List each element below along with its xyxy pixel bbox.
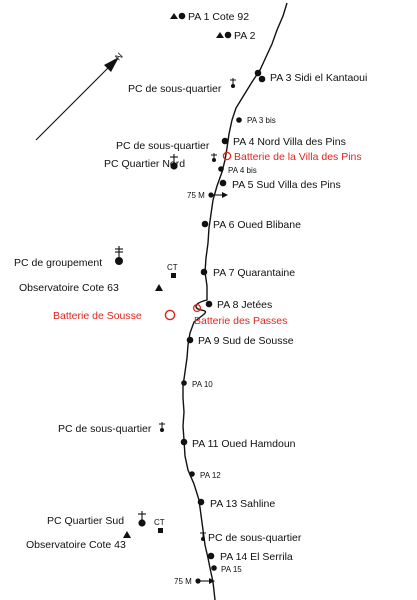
pa4bis-marker [218,166,224,172]
pc-quartier-nord-label: PC Quartier Nord [104,158,185,170]
pa10-label: PA 10 [192,380,213,389]
pa7-marker [200,268,208,276]
pa8-marker [205,300,213,308]
pa13-label: PA 13 Sahline [210,498,275,510]
pa12-label: PA 12 [200,471,221,480]
pa10-marker [181,380,187,386]
north-label: N [113,51,125,63]
pa1-marker [170,12,186,20]
pa11-marker [180,438,188,446]
pc-sous-quartier-3-symbol [159,422,165,432]
pa15-marker [211,565,217,571]
gun-75m-south-label: 75 M [174,577,192,586]
ct-1-label: CT [167,263,178,272]
pa3-label: PA 3 Sidi el Kantaoui [270,72,367,84]
pa14-label: PA 14 El Serrila [220,551,293,563]
observatoire-cote-63-label: Observatoire Cote 63 [19,282,119,294]
battery-villa-des-pins-marker [222,151,232,161]
pc-groupement-symbol [115,246,123,265]
pa14-marker [207,552,215,560]
pa7-label: PA 7 Quarantaine [213,267,295,279]
pc-sous-quartier-4-symbol [200,531,206,541]
pa2-marker [216,31,232,39]
gun-75m-south-symbol [195,578,215,584]
battery-villa-des-pins-label: Batterie de la Villa des Pins [234,151,362,163]
pa4bis-label: PA 4 bis [228,166,257,175]
pa15-label: PA 15 [221,565,242,574]
battery-passes-label: Batterie des Passes [194,315,287,327]
pa6-label: PA 6 Oued Blibane [213,219,301,231]
pc-sous-quartier-3-label: PC de sous-quartier [58,423,152,435]
pa5-marker [219,179,227,187]
pa12-marker [189,471,195,477]
observatoire-cote-63-marker [155,284,163,291]
pc-quartier-sud-label: PC Quartier Sud [47,515,124,527]
gun-75m-north-label: 75 M [187,191,205,200]
gun-75m-north-symbol [208,192,228,198]
pc-quartier-sud-symbol [138,511,146,527]
pc-sous-quartier-2-symbol [211,153,217,162]
pc-sous-quartier-1-label: PC de sous-quartier [128,83,222,95]
observatoire-cote-43-marker [123,531,131,538]
ct-2-label: CT [154,518,165,527]
pc-groupement-label: PC de groupement [14,257,102,269]
pa5-label: PA 5 Sud Villa des Pins [232,179,341,191]
pa9-marker [186,336,194,344]
pa6-marker [201,220,209,228]
battery-sousse-marker [164,309,176,321]
pa9-label: PA 9 Sud de Sousse [198,335,294,347]
pa4-label: PA 4 Nord Villa des Pins [233,136,346,148]
pc-quartier-nord-symbol [170,154,178,170]
pa4-marker [221,137,229,145]
pa8-label: PA 8 Jetées [217,299,272,311]
battery-sousse-label: Batterie de Sousse [53,310,142,322]
pa1-label: PA 1 Cote 92 [188,11,249,23]
pc-sous-quartier-4-label: PC de sous-quartier [208,532,302,544]
battery-passes-marker [192,303,202,313]
ct-1-marker [171,273,176,278]
pa3bis-label: PA 3 bis [247,116,276,125]
observatoire-cote-43-label: Observatoire Cote 43 [26,539,126,551]
pa13-marker [197,498,205,506]
pa2-label: PA 2 [234,30,256,42]
pa3-marker [254,69,266,83]
ct-2-marker [158,528,163,533]
pc-sous-quartier-1-symbol [230,78,236,88]
north-arrow: N [35,51,125,141]
pa11-label: PA 11 Oued Hamdoun [192,438,296,450]
pc-sous-quartier-2-label: PC de sous-quartier [116,140,210,152]
pa3bis-marker [236,117,242,123]
